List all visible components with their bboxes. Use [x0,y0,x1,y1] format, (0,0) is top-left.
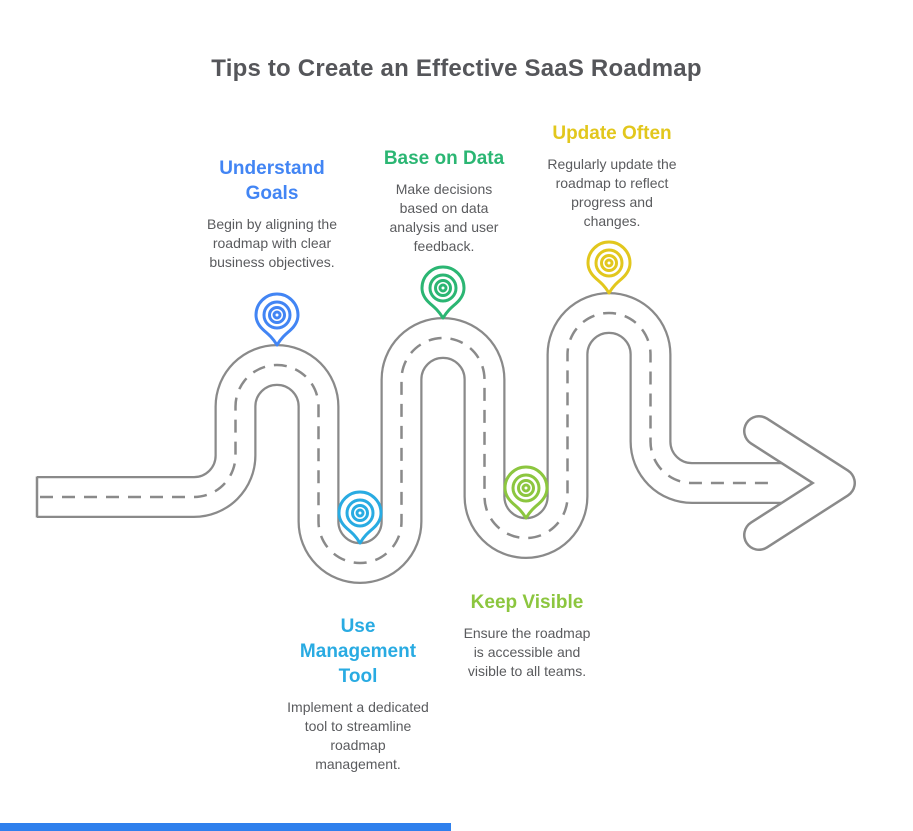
step-keep-visible: Keep Visible Ensure the roadmap is acces… [427,590,627,681]
map-pin-keep-visible-icon [503,465,549,520]
step-title: Use Management Tool [299,616,417,688]
step-description: Ensure the roadmap is accessible and vis… [463,625,591,680]
road-surface [37,294,805,582]
step-title: Base on Data [383,148,505,169]
step-base-on-data: Base on Data Make decisions based on dat… [344,146,544,256]
step-update-often: Update Often Regularly update the roadma… [512,121,712,231]
step-description: Begin by aligning the roadmap with clear… [207,216,337,271]
step-description: Regularly update the roadmap to reflect … [547,156,677,230]
step-description: Implement a dedicated tool to streamline… [287,699,429,773]
map-pin-understand-goals-icon [254,292,300,347]
step-description: Make decisions based on data analysis an… [389,181,499,255]
step-use-management-tool: Use Management Tool Implement a dedicate… [258,614,458,774]
arrow-icon-inner [745,417,854,549]
step-title: Understand Goals [219,158,325,205]
map-pin-update-often-icon [586,240,632,295]
map-pin-base-on-data-icon [420,265,466,320]
bottom-loading-bar [0,823,451,831]
step-title: Keep Visible [470,592,584,613]
step-understand-goals: Understand Goals Begin by aligning the r… [172,156,372,272]
page-title: Tips to Create an Effective SaaS Roadmap [211,55,702,82]
step-title: Update Often [552,123,672,144]
map-pin-use-management-tool-icon [337,490,383,545]
